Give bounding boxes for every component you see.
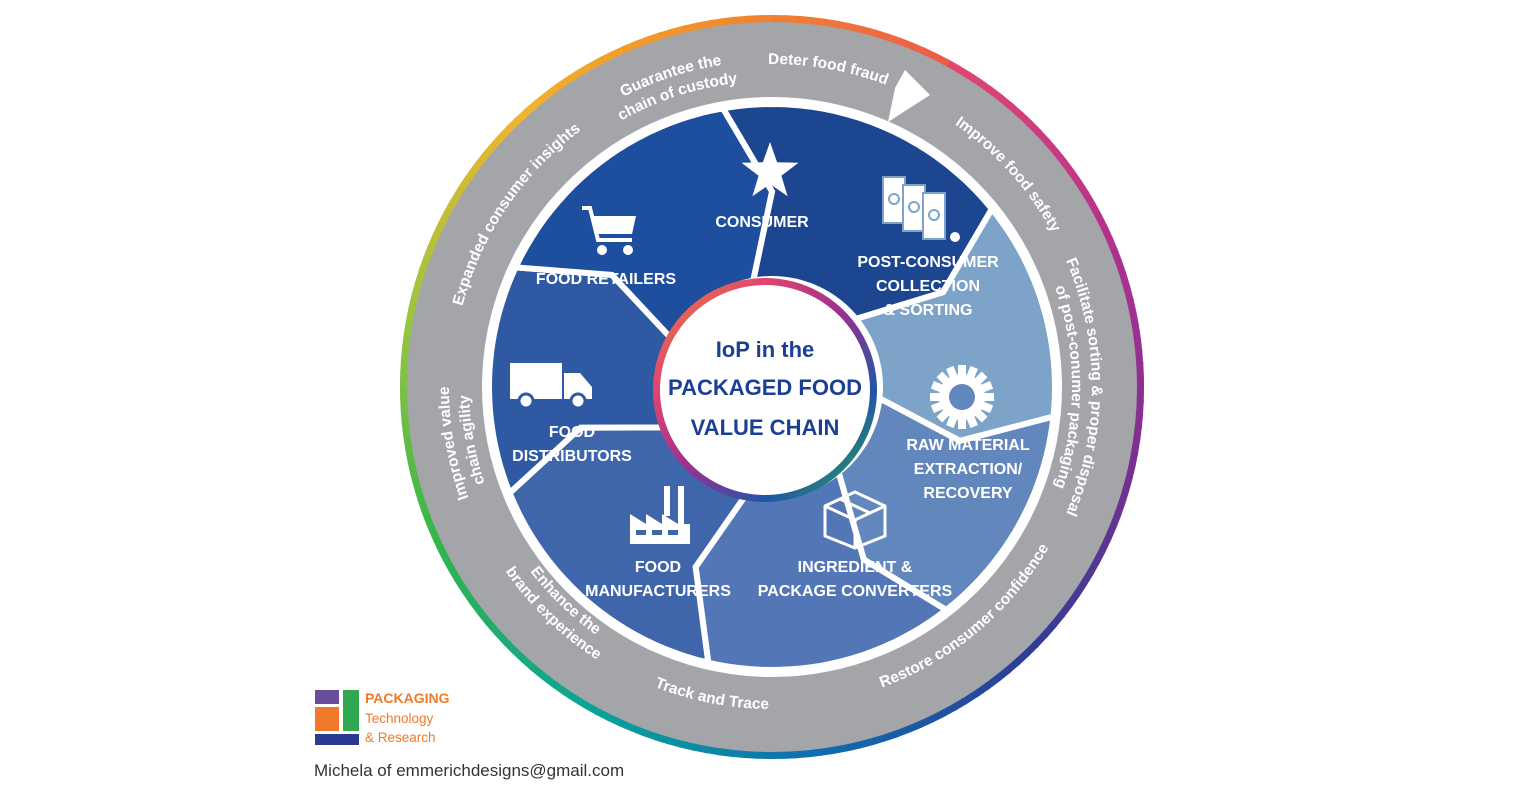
- segment-label-6: FOOD DISTRIBUTORS: [512, 424, 632, 465]
- center-title-line2: PACKAGED FOOD: [668, 375, 862, 400]
- logo-green-block: [343, 690, 359, 731]
- segment-label-1: CONSUMER: [715, 214, 809, 231]
- packaging-logo: PACKAGING Technology & Research: [315, 690, 450, 745]
- segment-label-line: MANUFACTURERS: [585, 583, 731, 600]
- segment-label-line: DISTRIBUTORS: [512, 448, 632, 465]
- gear-icon: [930, 365, 994, 429]
- segment-label-5: FOOD MANUFACTURERS: [585, 559, 731, 600]
- segment-label-line: FOOD: [549, 424, 595, 441]
- segment-label-line: PACKAGE CONVERTERS: [758, 583, 953, 600]
- center-hub: [660, 285, 870, 495]
- box-icon: [823, 490, 887, 550]
- segment-label-line: RAW MATERIAL: [906, 437, 1029, 454]
- logo-line1: PACKAGING: [365, 690, 450, 706]
- segment-label-line: & SORTING: [884, 302, 973, 319]
- segment-label-line: RECOVERY: [923, 485, 1013, 502]
- segment-label-line: CONSUMER: [715, 214, 809, 231]
- segment-label-line: FOOD: [635, 559, 681, 576]
- center-title-line1: IoP in the: [716, 337, 815, 362]
- logo-line3: & Research: [365, 730, 436, 745]
- segment-label-7: FOOD RETAILERS: [536, 271, 676, 288]
- segment-label-line: POST-CONSUMER: [857, 254, 999, 271]
- segment-label-line: COLLECTION: [876, 278, 980, 295]
- truck-icon: [510, 363, 592, 410]
- shopping-cart-icon: [582, 206, 636, 255]
- segment-label-line: FOOD RETAILERS: [536, 271, 676, 288]
- segment-label-line: INGREDIENT &: [798, 559, 913, 576]
- designer-credit: Michela of emmerichdesigns@gmail.com: [314, 761, 624, 781]
- logo-navy-block: [315, 734, 359, 745]
- center-title-line3: VALUE CHAIN: [691, 415, 840, 440]
- recycling-bins-icon: [882, 176, 960, 242]
- segment-label-3: RAW MATERIAL EXTRACTION/RECOVERY: [906, 437, 1029, 502]
- credit-email: emmerichdesigns@gmail.com: [396, 761, 625, 780]
- star-icon: [741, 142, 799, 197]
- ring-arrow-notch: [888, 70, 930, 122]
- segment-label-4: INGREDIENT & PACKAGE CONVERTERS: [758, 559, 953, 600]
- segment-label-line: EXTRACTION/: [914, 461, 1023, 478]
- credit-prefix: Michela of: [314, 761, 397, 780]
- logo-orange-block: [315, 707, 339, 731]
- logo-line2: Technology: [365, 711, 434, 726]
- segments-group: CONSUMER POST-CONSUMER COLLECTION & SORTING…: [485, 100, 1059, 674]
- factory-icon: [630, 486, 690, 544]
- logo-purple-block: [315, 690, 339, 704]
- segment-label-2: POST-CONSUMER COLLECTION & SORTING: [857, 254, 999, 319]
